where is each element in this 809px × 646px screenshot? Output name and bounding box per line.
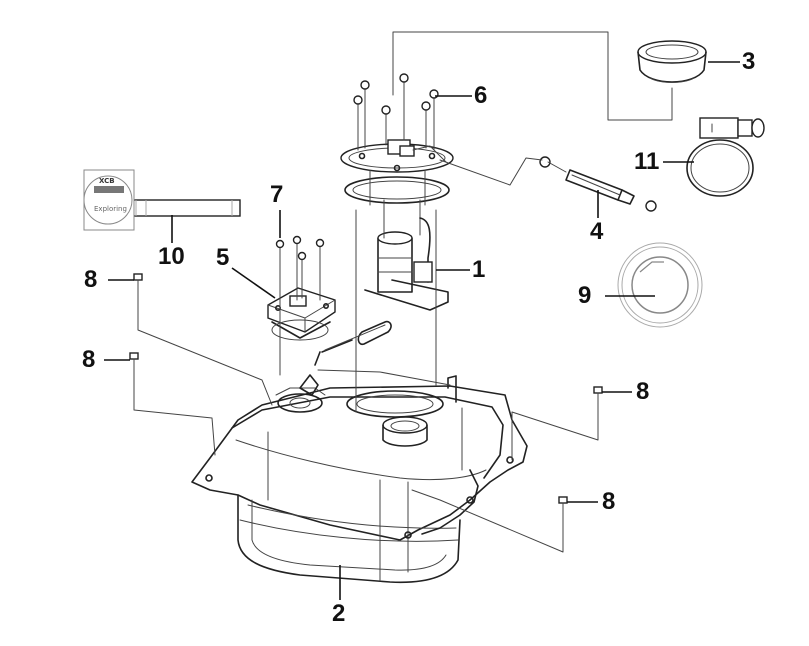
callout-9: 9 <box>578 282 592 309</box>
vent-hose-part-10 <box>83 169 241 231</box>
callout-leaders <box>104 61 740 600</box>
callout-10: 10 <box>158 243 185 270</box>
fuel-hose-part-4 <box>539 156 657 212</box>
callout-3: 3 <box>742 48 756 75</box>
callout-11: 11 <box>634 148 660 175</box>
tank-bolts-part-8 <box>129 273 603 515</box>
callout-7: 7 <box>270 181 284 208</box>
callout-8-upper-left: 8 <box>84 266 98 293</box>
fuel-tank-part-2 <box>191 375 528 584</box>
sender-screws-part-7 <box>275 235 325 376</box>
fuel-pump-part-1 <box>314 139 454 413</box>
seal-ring-part-9 <box>617 242 703 328</box>
callout-8-lower-right: 8 <box>602 488 616 515</box>
callout-2: 2 <box>332 600 346 627</box>
hose-clamp-part-11 <box>686 117 765 197</box>
callout-4: 4 <box>590 218 604 245</box>
callout-8-lower-left: 8 <box>82 346 96 373</box>
hose-label-line1: XCB <box>99 177 115 185</box>
hose-label-line2: Exploring <box>94 205 127 213</box>
fuel-sender-part-5 <box>267 287 336 396</box>
leader-lines <box>133 31 673 553</box>
callout-8-upper-right: 8 <box>636 378 650 405</box>
callout-5: 5 <box>216 244 230 271</box>
callout-6: 6 <box>474 82 488 109</box>
callout-1: 1 <box>472 256 486 283</box>
pump-bolts-part-6 <box>353 73 439 151</box>
grommet-part-3 <box>637 40 707 83</box>
